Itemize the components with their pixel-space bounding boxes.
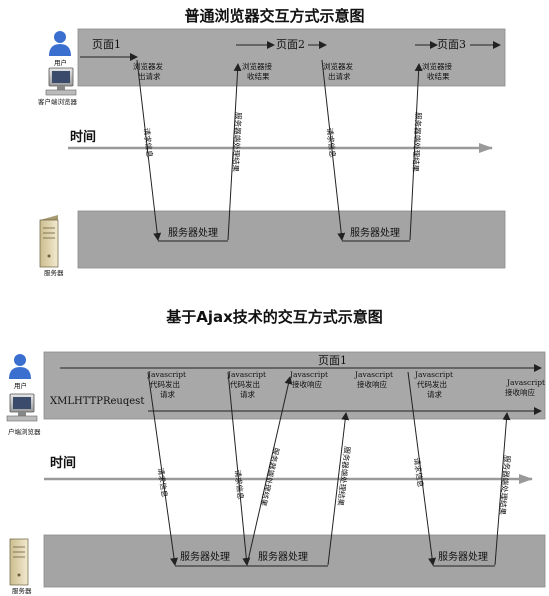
server-process-label: 服务器处理 bbox=[180, 550, 230, 563]
line-label: 服务器端处理结果 bbox=[498, 455, 513, 516]
server-process-label: 服务器处理 bbox=[258, 550, 308, 563]
line-label: 服务器端处理结果 bbox=[411, 112, 424, 173]
page-label: 页面2 bbox=[276, 38, 305, 51]
server-label: 服务器 bbox=[12, 586, 32, 595]
client-label: 客户端浏览器 bbox=[38, 97, 78, 106]
client-band bbox=[77, 28, 506, 87]
server-process-label: 服务器处理 bbox=[350, 226, 400, 239]
diagram2-title: 基于Ajax技术的交互方式示意图 bbox=[166, 308, 383, 326]
user-label: 用户 bbox=[14, 381, 27, 390]
line-label: 请求信息 bbox=[156, 467, 170, 499]
client-note: Javascript 代码发出 请求 bbox=[414, 370, 455, 399]
client-note: Javascript 接收响应 bbox=[505, 378, 547, 397]
page-label: 页面3 bbox=[437, 38, 466, 51]
line-label: 请求信息 bbox=[412, 457, 426, 489]
server-band bbox=[77, 210, 506, 269]
user-label: 用户 bbox=[54, 58, 67, 67]
client-note: Javascript 接收响应 bbox=[289, 370, 330, 389]
user-icon bbox=[9, 354, 31, 379]
computer-icon bbox=[6, 393, 38, 422]
line-label: 请求信息 bbox=[142, 127, 155, 158]
page-label: 页面1 bbox=[92, 38, 121, 51]
user-icon bbox=[49, 31, 71, 56]
line-label: 服务器端处理结果 bbox=[231, 112, 244, 173]
diagram1-title: 普通浏览器交互方式示意图 bbox=[184, 7, 365, 25]
diagram2: 页面1 XMLHTTPReuqest Javascript 代码发出 请求 Ja… bbox=[6, 351, 547, 595]
server-process-label: 服务器处理 bbox=[168, 226, 218, 239]
diagram1: 页面1 页面2 页面3 浏览器发 出请求 浏览器接 收结果 浏览器发 出请求 浏… bbox=[38, 28, 506, 277]
time-label: 时间 bbox=[50, 455, 76, 471]
client-note: 浏览器发 出请求 bbox=[133, 61, 165, 81]
client-band bbox=[43, 351, 546, 420]
client-label: 户端浏览器 bbox=[8, 427, 41, 436]
server-band bbox=[43, 534, 546, 588]
line-label: 请求信息 bbox=[325, 127, 338, 158]
line-label: 请求信息 bbox=[233, 469, 246, 500]
xhr-label: XMLHTTPReuqest bbox=[50, 396, 144, 407]
client-note: Javascript 代码发出 请求 bbox=[227, 370, 268, 399]
client-note: Javascript 代码发出 请求 bbox=[147, 370, 188, 399]
server-icon bbox=[9, 538, 29, 586]
client-note: 浏览器接 收结果 bbox=[242, 61, 274, 81]
page-label: 页面1 bbox=[318, 354, 347, 367]
computer-icon bbox=[45, 67, 77, 96]
client-note: 浏览器接 收结果 bbox=[422, 61, 454, 81]
time-label: 时间 bbox=[70, 129, 96, 145]
line-label: 服务器端处理结果 bbox=[258, 447, 281, 508]
server-process-label: 服务器处理 bbox=[438, 550, 488, 563]
client-note: Javascript 接收响应 bbox=[354, 370, 395, 389]
server-label: 服务器 bbox=[44, 268, 64, 277]
server-icon bbox=[39, 215, 59, 268]
client-note: 浏览器发 出请求 bbox=[323, 61, 355, 81]
